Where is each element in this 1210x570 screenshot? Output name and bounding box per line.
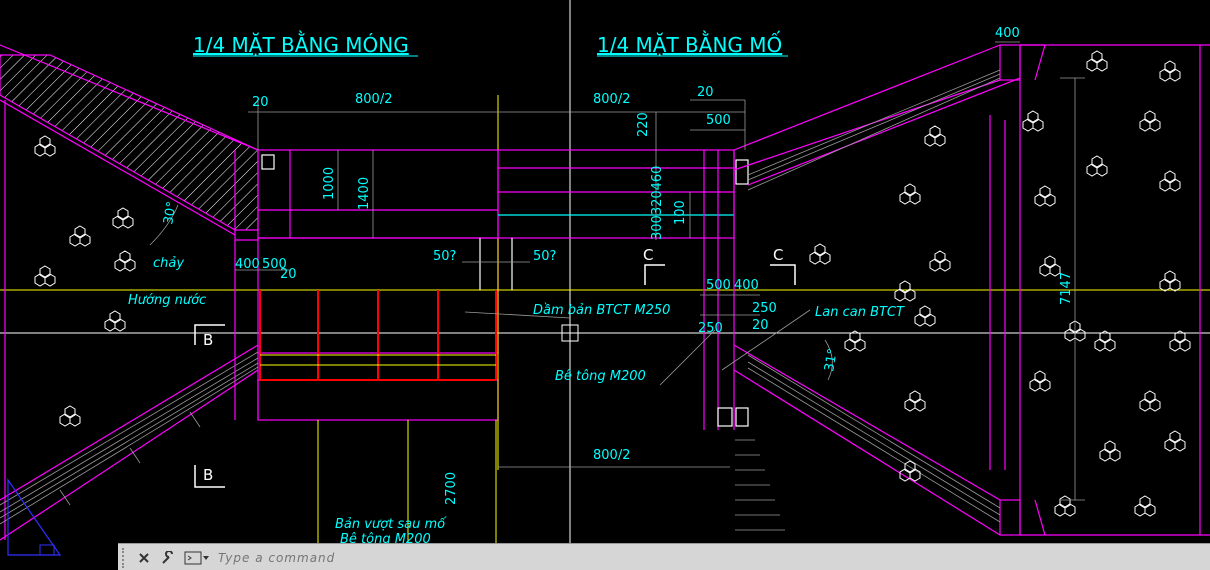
dim-250-b: 250 (698, 321, 723, 336)
command-line-bar[interactable] (118, 543, 1210, 570)
dim-250-a: 250 (752, 301, 777, 316)
dim-20-mid: 20 (280, 267, 297, 282)
dim-800-bottom: 800/2 (593, 448, 630, 463)
left-wing-grey (0, 351, 259, 525)
section-c-left: C (643, 246, 653, 264)
label-dam-ban: Dầm bản BTCT M250 (533, 303, 670, 318)
title-left: 1/4 MẶT BẰNG MÓNG (193, 31, 409, 57)
rock-fill-symbols (34, 50, 1191, 517)
dim-100: 100 (673, 200, 688, 225)
right-wing-grey (735, 69, 1001, 531)
title-right: 1/4 MẶT BẰNG MỐ (597, 31, 782, 57)
dim-20-left: 20 (252, 95, 269, 110)
section-b-bottom: B (203, 466, 213, 484)
right-wingwall (733, 44, 1210, 536)
dim-400-mid: 400 (235, 257, 260, 272)
dim-300320460: 300320460 (650, 166, 665, 240)
label-lan-can: Lan can BTCT (815, 305, 905, 320)
bridge-slab-red (259, 290, 497, 381)
label-huong-nuoc: Hướng nước (128, 293, 206, 308)
dim-7147: 7147 (1059, 272, 1074, 305)
dim-400-r: 400 (734, 278, 759, 293)
dimension-lines (149, 41, 1085, 501)
dim-50b: 50? (533, 249, 556, 264)
angle-30: 30° (161, 200, 180, 225)
close-icon[interactable] (134, 548, 154, 568)
dim-800-left: 800/2 (355, 92, 392, 107)
dim-500-top: 500 (706, 113, 731, 128)
section-b-top: B (203, 331, 213, 349)
drag-handle[interactable] (122, 547, 130, 568)
dim-500-r: 500 (706, 278, 731, 293)
dim-20-r2: 20 (752, 318, 769, 333)
angle-31: 31° (822, 347, 841, 372)
wrench-icon[interactable] (158, 548, 178, 568)
label-be-tong: Bê tông M200 (555, 369, 646, 384)
dim-2700: 2700 (444, 472, 459, 505)
crosshair (0, 0, 1210, 543)
label-chay: chảy (153, 256, 184, 271)
dim-220: 220 (636, 112, 651, 137)
dim-500-mid: 500 (262, 257, 287, 272)
dim-400-top: 400 (995, 26, 1020, 41)
command-prompt-icon[interactable] (184, 551, 210, 565)
section-arrows (194, 264, 796, 488)
command-input[interactable] (216, 549, 1020, 566)
dim-1000: 1000 (322, 167, 337, 200)
section-c-right: C (773, 246, 783, 264)
dim-800-right: 800/2 (593, 92, 630, 107)
label-ban-vuot: Bản vượt sau mố (335, 517, 447, 532)
dim-1400: 1400 (357, 177, 372, 210)
blue-triangle-marker (7, 478, 62, 556)
dim-50a: 50? (433, 249, 456, 264)
dim-20-right: 20 (697, 85, 714, 100)
middle-deck (479, 149, 749, 430)
